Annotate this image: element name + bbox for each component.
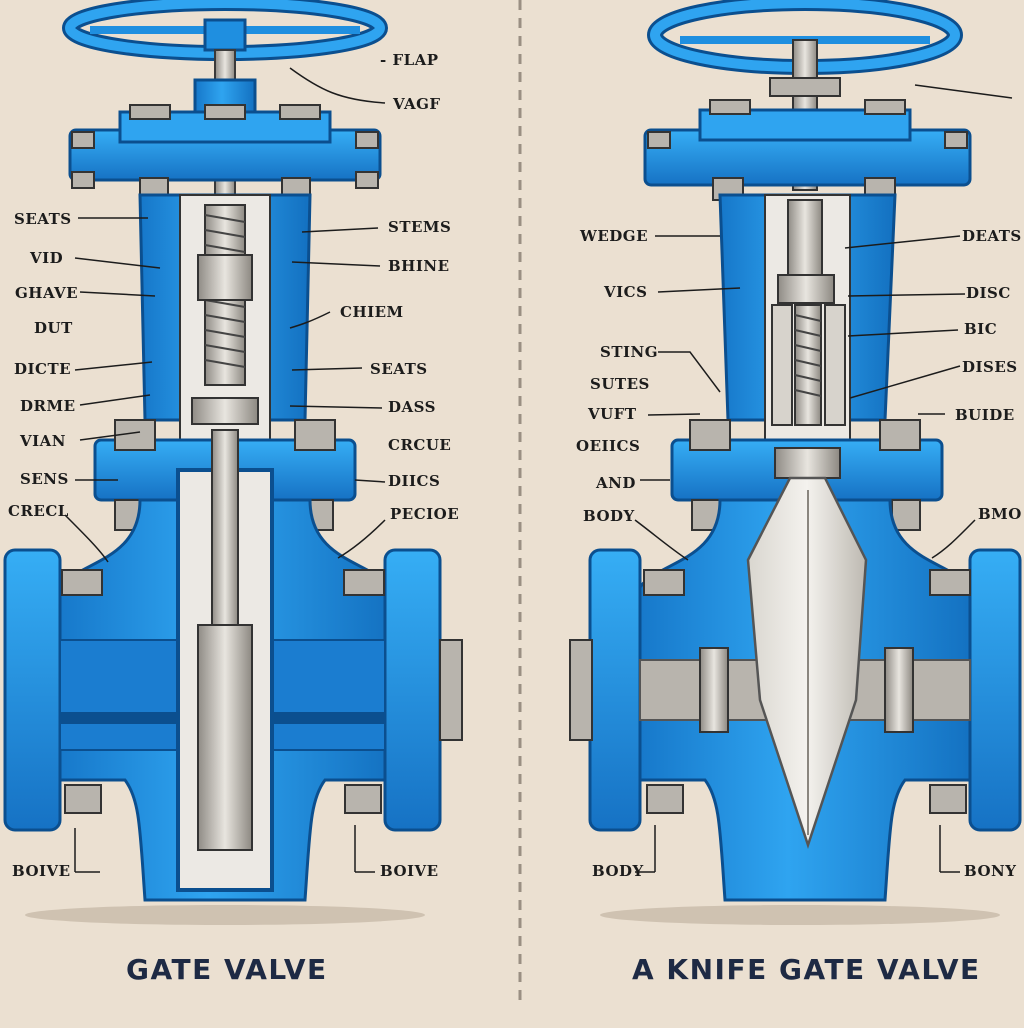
knife-gate-valve-seat-left	[699, 647, 729, 733]
gate-valve-leader-lines	[64, 67, 386, 873]
label-bmo: BMO	[978, 505, 1022, 523]
label-body-bottom: BODY	[592, 862, 644, 880]
label-vid: VID	[30, 249, 64, 267]
label-seats-right: SEATS	[370, 360, 428, 378]
label-oeiics: OEIICS	[576, 437, 641, 455]
gate-valve-handwheel	[62, 0, 388, 61]
gate-valve-stem-threads	[204, 214, 246, 368]
label-sting: STING	[600, 343, 659, 361]
label-sutes: SUTES	[590, 375, 650, 393]
gate-valve-bolt	[64, 784, 102, 814]
gate-valve-bolt	[61, 569, 103, 596]
label-vian: VIAN	[20, 432, 67, 450]
knife-gate-valve-left-flange	[588, 548, 642, 832]
knife-gate-valve	[569, 0, 1022, 925]
label-vage: VAGF	[393, 95, 441, 113]
knife-gate-valve-bolt	[643, 569, 685, 596]
gate-valve-bonnet-flange	[68, 104, 382, 201]
gate-valve-right-flange	[383, 548, 442, 832]
label-flap: - FLAP	[380, 51, 439, 69]
gate-valve-stem-nut	[197, 254, 253, 301]
label-disc: DISC	[966, 284, 1011, 302]
knife-gate-valve-bolt	[929, 784, 967, 814]
gate-valve-bolt	[344, 784, 382, 814]
knife-gate-valve-guide-right	[824, 304, 846, 426]
knife-gate-valve-shadow	[600, 905, 1000, 925]
label-vics: VICS	[604, 283, 648, 301]
knife-gate-valve-bolt	[569, 639, 593, 741]
knife-gate-valve-right-flange	[968, 548, 1022, 832]
knife-gate-valve-stem-nut	[777, 274, 835, 304]
label-ghave: GHAVE	[15, 284, 79, 302]
gate-valve-shadow	[25, 905, 425, 925]
label-drme: DRME	[20, 397, 76, 415]
knife-gate-valve-seat-right	[884, 647, 914, 733]
label-dicte: DICTE	[14, 360, 72, 378]
label-body-left: BODY	[583, 507, 635, 525]
knife-gate-valve-leader-lines	[634, 84, 1013, 873]
label-vuft: VUFT	[588, 405, 637, 423]
label-crcue: CRCUE	[388, 436, 452, 454]
label-chiem: CHIEM	[340, 303, 404, 321]
label-diics: DIICS	[388, 472, 441, 490]
gate-valve-bolt	[439, 639, 463, 741]
gate-valve-bolt	[343, 569, 385, 596]
gate-valve-lower-stem	[211, 429, 239, 631]
label-dises: DISES	[962, 358, 1018, 376]
label-and: AND	[596, 474, 636, 492]
label-deats: DEATS	[962, 227, 1022, 245]
label-stems: STEMS	[388, 218, 452, 236]
label-boive-left: BOIVE	[12, 862, 71, 880]
knife-gate-valve-guide-left	[771, 304, 793, 426]
gate-valve-gland	[191, 397, 259, 425]
label-buide: BUIDE	[955, 406, 1015, 424]
gate-valve-left-flange	[3, 548, 62, 832]
label-crecl: CRECL	[8, 502, 69, 520]
knife-gate-valve-blade-clamp	[774, 447, 841, 479]
knife-gate-valve-title: A KNIFE GATE VALVE	[632, 953, 981, 986]
gate-valve-gate-disc	[197, 624, 253, 851]
knife-gate-valve-upper-stem	[787, 199, 823, 281]
knife-gate-valve-bolt	[929, 569, 971, 596]
gate-valve-title: GATE VALVE	[126, 953, 328, 986]
label-boive-right: BOIVE	[380, 862, 439, 880]
label-sens: SENS	[20, 470, 69, 488]
label-wedge: WEDGE	[580, 227, 649, 245]
label-dass: DASS	[388, 398, 436, 416]
label-bic: BIC	[964, 320, 998, 338]
label-dut: DUT	[34, 319, 73, 337]
label-bony: BONY	[964, 862, 1017, 880]
gate-valve	[3, 0, 463, 925]
knife-gate-valve-bolt	[646, 784, 684, 814]
knife-gate-valve-bonnet-flange	[643, 77, 972, 201]
knife-gate-valve-stem-threads	[794, 314, 822, 397]
label-seats-left: SEATS	[14, 210, 72, 228]
label-bhine: BHINE	[388, 257, 450, 275]
label-pecioe: PECIOE	[390, 505, 460, 523]
